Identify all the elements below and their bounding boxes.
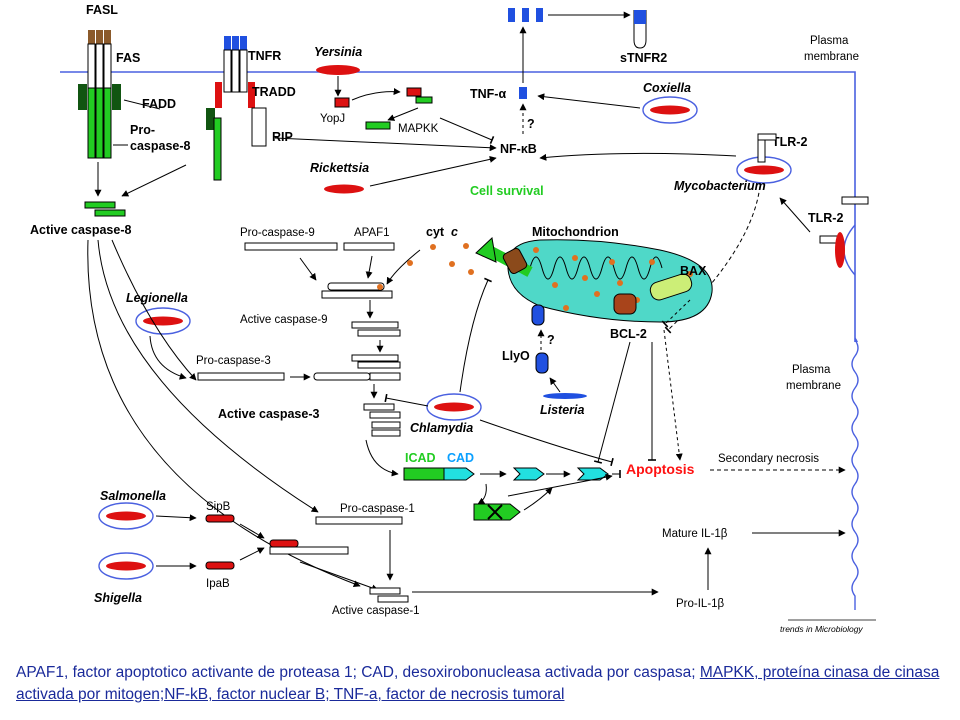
yopj-label: YopJ: [320, 113, 345, 125]
pro-caspase-8-label-1: Pro-: [130, 123, 155, 137]
plasma-membrane-label-2: membrane: [804, 51, 859, 63]
plasma-membrane-label-4: membrane: [786, 380, 841, 392]
secondary-necrosis-label: Secondary necrosis: [718, 453, 819, 465]
bax-label: BAX: [680, 264, 707, 278]
tnfr-label: TNFR: [248, 49, 281, 63]
rip-label: RIP: [272, 130, 293, 144]
nf-kb-label: NF-κB: [500, 142, 537, 156]
icad-cad-group: ICAD CAD: [365, 439, 621, 521]
caption-part-1: APAF1, factor apoptotico activante de pr…: [16, 664, 700, 681]
chlamydia-label: Chlamydia: [410, 421, 473, 435]
pro-caspase-8-label-2: caspase-8: [130, 139, 191, 153]
apoptosome-group: Pro-caspase-9 APAF1 Active caspase-9: [240, 227, 401, 369]
cad-label: CAD: [447, 451, 474, 465]
llyo-label: LlyO: [502, 349, 530, 363]
cell-survival-label: Cell survival: [470, 184, 544, 198]
tnf-alpha-group: sTNFR2 TNF-α ? NF-κB: [470, 8, 667, 156]
active-caspase-9-label: Active caspase-9: [240, 314, 328, 326]
chlamydia-group: Chlamydia: [384, 277, 614, 467]
coxiella-label: Coxiella: [643, 81, 691, 95]
bcl2-label: BCL-2: [610, 327, 647, 341]
caspase-3-group: Legionella Pro-caspase-3 Active caspase-…: [87, 239, 401, 588]
active-caspase-3-label: Active caspase-3: [218, 407, 320, 421]
apoptosis-label: Apoptosis: [626, 461, 695, 477]
salmonella-label: Salmonella: [100, 489, 166, 503]
fasl-label: FASL: [86, 3, 118, 17]
apaf1-label: APAF1: [354, 227, 390, 239]
rickettsia-group: Rickettsia Cell survival: [274, 137, 544, 198]
cyt-c-label: cyt: [426, 225, 445, 239]
question-mark-2: ?: [547, 333, 555, 347]
tnfr-receptor-complex: TNFR TRADD RIP: [206, 36, 296, 181]
mycobacterium-label: Mycobacterium: [674, 179, 766, 193]
mitochondrion-label: Mitochondrion: [532, 225, 619, 239]
active-caspase-8: Active caspase-8: [30, 162, 187, 237]
credit-label: trends in Microbiology: [780, 624, 863, 634]
il-1-beta-group: Mature IL-1β Pro-IL-1β trends in Microbi…: [662, 528, 876, 634]
icad-label: ICAD: [405, 451, 436, 465]
active-caspase-1-label: Active caspase-1: [332, 605, 420, 617]
tradd-label: TRADD: [252, 85, 296, 99]
legionella-label: Legionella: [126, 291, 188, 305]
listeria-group: ? LlyO Listeria: [502, 304, 587, 417]
active-caspase-8-label: Active caspase-8: [30, 223, 132, 237]
caspase-1-group: Salmonella SipB Shigella IpaB Pro-caspas…: [94, 473, 659, 617]
mitochondrion-group: cyt c Mitochondrion BAX BCL-2: [386, 225, 713, 341]
sipb-label: SipB: [206, 501, 231, 513]
fadd-label: FADD: [142, 97, 176, 111]
caption-part-2-link[interactable]: MAPKK, proteína cinasa de cinasa activad…: [16, 664, 940, 703]
plasma-membrane-label-1: Plasma: [810, 35, 849, 47]
listeria-label: Listeria: [540, 403, 585, 417]
coxiella-group: Coxiella: [537, 81, 698, 124]
pro-caspase-1-label: Pro-caspase-1: [340, 503, 415, 515]
tnf-alpha-label: TNF-α: [470, 87, 506, 101]
apoptosis-group: Apoptosis Secondary necrosis: [593, 329, 846, 477]
cyt-c-letter: c: [451, 225, 458, 239]
mature-il-1b-label: Mature IL-1β: [662, 528, 728, 540]
tlr2-label-b: TLR-2: [808, 211, 843, 225]
plasma-membrane-label-3: Plasma: [792, 364, 831, 376]
pro-caspase-9-label: Pro-caspase-9: [240, 227, 315, 239]
shigella-label: Shigella: [94, 591, 142, 605]
mapkk-label: MAPKK: [398, 123, 439, 135]
question-mark-1: ?: [527, 117, 535, 131]
yersinia-group: Yersinia YopJ MAPKK: [314, 45, 495, 144]
apoptosis-pathway-diagram: Plasma membrane Plasma membrane FASL FAS…: [30, 3, 876, 634]
yersinia-label: Yersinia: [314, 45, 362, 59]
ipab-label: IpaB: [206, 578, 230, 590]
fas-label: FAS: [116, 51, 140, 65]
rickettsia-label: Rickettsia: [310, 161, 369, 175]
figure-caption: APAF1, factor apoptotico activante de pr…: [16, 662, 946, 706]
stnfr2-label: sTNFR2: [620, 51, 667, 65]
pro-il-1b-label: Pro-IL-1β: [676, 598, 725, 610]
mycobacterium-group: TLR-2 Mycobacterium TLR-2: [539, 133, 869, 334]
fas-receptor-complex: FASL FAS FADD Pro- caspase-8: [78, 3, 191, 159]
tlr2-label-a: TLR-2: [772, 135, 807, 149]
pro-caspase-3-label: Pro-caspase-3: [196, 355, 271, 367]
